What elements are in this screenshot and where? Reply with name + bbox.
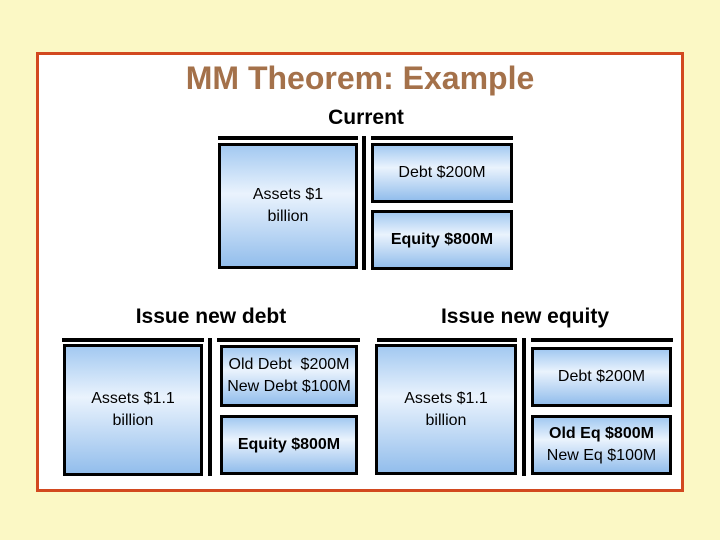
new-debt-column-divider-line: [208, 338, 212, 476]
current-equity-box: Equity $800M: [371, 210, 513, 270]
current-assets-label-line2: billion: [267, 208, 309, 225]
current-assets-box: Assets $1 billion: [218, 143, 358, 269]
current-assets-label-line1: Assets $1: [252, 186, 324, 203]
current-equity-label: Equity $800M: [390, 231, 494, 248]
new-debt-assets-box: Assets $1.1 billion: [63, 344, 203, 476]
new-debt-debt-box: Old Debt $200M New Debt $100M: [220, 345, 358, 407]
section-label-issue-new-equity: Issue new equity: [440, 305, 610, 328]
current-liabilities-topline: [371, 136, 513, 140]
new-equity-debt-box: Debt $200M: [531, 347, 672, 407]
current-debt-box: Debt $200M: [371, 143, 513, 203]
new-debt-assets-topline: [62, 338, 204, 342]
section-label-current: Current: [328, 106, 404, 129]
new-debt-equity-box: Equity $800M: [220, 415, 358, 475]
new-equity-assets-label-line1: Assets $1.1: [404, 389, 488, 407]
new-equity-equity-box: Old Eq $800M New Eq $100M: [531, 415, 672, 475]
new-debt-old-debt-label: Old Debt $200M: [228, 356, 350, 373]
new-equity-debt-label: Debt $200M: [557, 368, 646, 385]
new-equity-column-divider-line: [522, 338, 526, 476]
new-debt-assets-label-line1: Assets $1.1: [91, 390, 175, 407]
new-debt-assets-label-line2: billion: [112, 412, 154, 429]
new-equity-new-eq-label: New Eq $100M: [546, 447, 657, 464]
current-assets-topline: [218, 136, 358, 140]
new-debt-liabilities-topline: [217, 338, 360, 342]
new-debt-equity-label: Equity $800M: [237, 436, 341, 453]
current-debt-label: Debt $200M: [398, 164, 486, 181]
current-column-divider-line: [362, 136, 366, 270]
new-equity-old-eq-label: Old Eq $800M: [549, 425, 654, 442]
new-equity-assets-topline: [377, 338, 517, 342]
new-equity-liabilities-topline: [531, 338, 673, 342]
section-label-issue-new-debt: Issue new debt: [135, 305, 287, 328]
new-equity-assets-label-line2: billion: [425, 411, 467, 429]
new-equity-assets-box: Assets $1.1 billion: [375, 344, 517, 475]
slide-title: MM Theorem: Example: [185, 60, 535, 96]
new-debt-new-debt-label: New Debt $100M: [227, 378, 351, 395]
